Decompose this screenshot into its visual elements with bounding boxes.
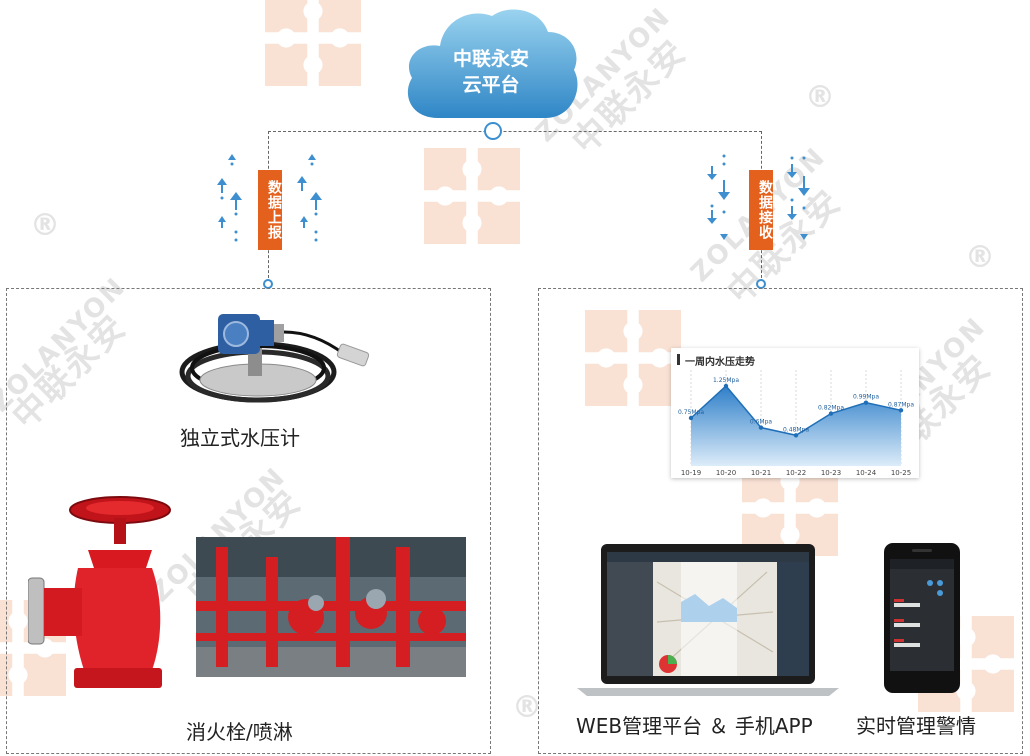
web-platform-app-label: WEB管理平台 ＆ 手机APP xyxy=(576,714,813,738)
right-panel xyxy=(538,288,1023,754)
connector-node xyxy=(484,122,502,140)
chart-data-point xyxy=(828,411,834,416)
chart-data-point xyxy=(863,400,869,405)
chart-data-label: 0.75Mpa xyxy=(678,409,704,416)
chart-area-series xyxy=(691,386,901,466)
water-pressure-sensor-icon xyxy=(179,314,370,403)
chart-data-label: 0.99Mpa xyxy=(853,394,879,401)
watermark-reg: ® xyxy=(805,80,837,115)
upload-arrows-icon xyxy=(217,154,322,242)
watermark-reg: ® xyxy=(30,208,62,243)
data-upload-tag: 数据上报 xyxy=(258,170,282,250)
chart-x-tick-label: 10-23 xyxy=(821,469,841,477)
chart-x-tick-label: 10-25 xyxy=(891,469,911,477)
chart-title: 一周内水压走势 xyxy=(685,357,755,368)
chart-data-point xyxy=(688,415,694,421)
cloud-title-line2: 云平台 xyxy=(462,74,520,96)
connector-line-top xyxy=(268,131,762,132)
chart-x-tick-label: 10-24 xyxy=(856,469,877,477)
watermark-reg: ® xyxy=(512,690,544,725)
chart-data-label: 0.82Mpa xyxy=(818,405,844,412)
chart-data-label: 0.87Mpa xyxy=(888,401,914,408)
chart-data-label: 1.25Mpa xyxy=(713,377,739,384)
pressure-chart-card: 一周内水压走势 0.75Mpa 1.25Mpa 0.6Mpa 0.48Mpa 0.82M… xyxy=(671,348,919,478)
cloud-title-line1: 中联永安 xyxy=(452,48,529,70)
chart-title-marker xyxy=(677,354,680,365)
receive-arrows-icon xyxy=(707,154,810,240)
hydrant-sprinkler-label: 消火栓/喷淋 xyxy=(186,720,293,744)
chart-x-tick-label: 10-21 xyxy=(751,469,771,477)
watermark-logo xyxy=(265,0,361,86)
chart-data-label: 0.48Mpa xyxy=(783,426,809,433)
data-receive-tag: 数据接收 xyxy=(749,170,773,250)
water-pressure-sensor-label: 独立式水压计 xyxy=(180,426,300,450)
cloud-platform-icon xyxy=(407,9,578,119)
chart-x-tick-label: 10-22 xyxy=(786,469,806,477)
chart-data-point xyxy=(758,425,764,430)
watermark-reg: ® xyxy=(965,240,997,275)
left-panel xyxy=(6,288,491,754)
fire-hydrant-icon xyxy=(28,496,171,688)
chart-data-label: 0.6Mpa xyxy=(750,419,773,426)
laptop-device-icon xyxy=(577,544,839,696)
watermark-logo xyxy=(424,148,520,244)
sprinkler-system-photo xyxy=(196,537,466,677)
mobile-phone-icon xyxy=(884,543,960,693)
chart-data-point xyxy=(723,383,729,389)
chart-data-point xyxy=(793,433,799,438)
chart-x-tick-label: 10-19 xyxy=(681,469,701,477)
chart-data-point xyxy=(898,408,904,413)
pressure-area-chart: 0.75Mpa 1.25Mpa 0.6Mpa 0.48Mpa 0.82Mpa 0.99Mp… xyxy=(678,370,914,477)
realtime-alarm-label: 实时管理警情 xyxy=(856,714,976,738)
chart-x-tick-label: 10-20 xyxy=(716,469,736,477)
